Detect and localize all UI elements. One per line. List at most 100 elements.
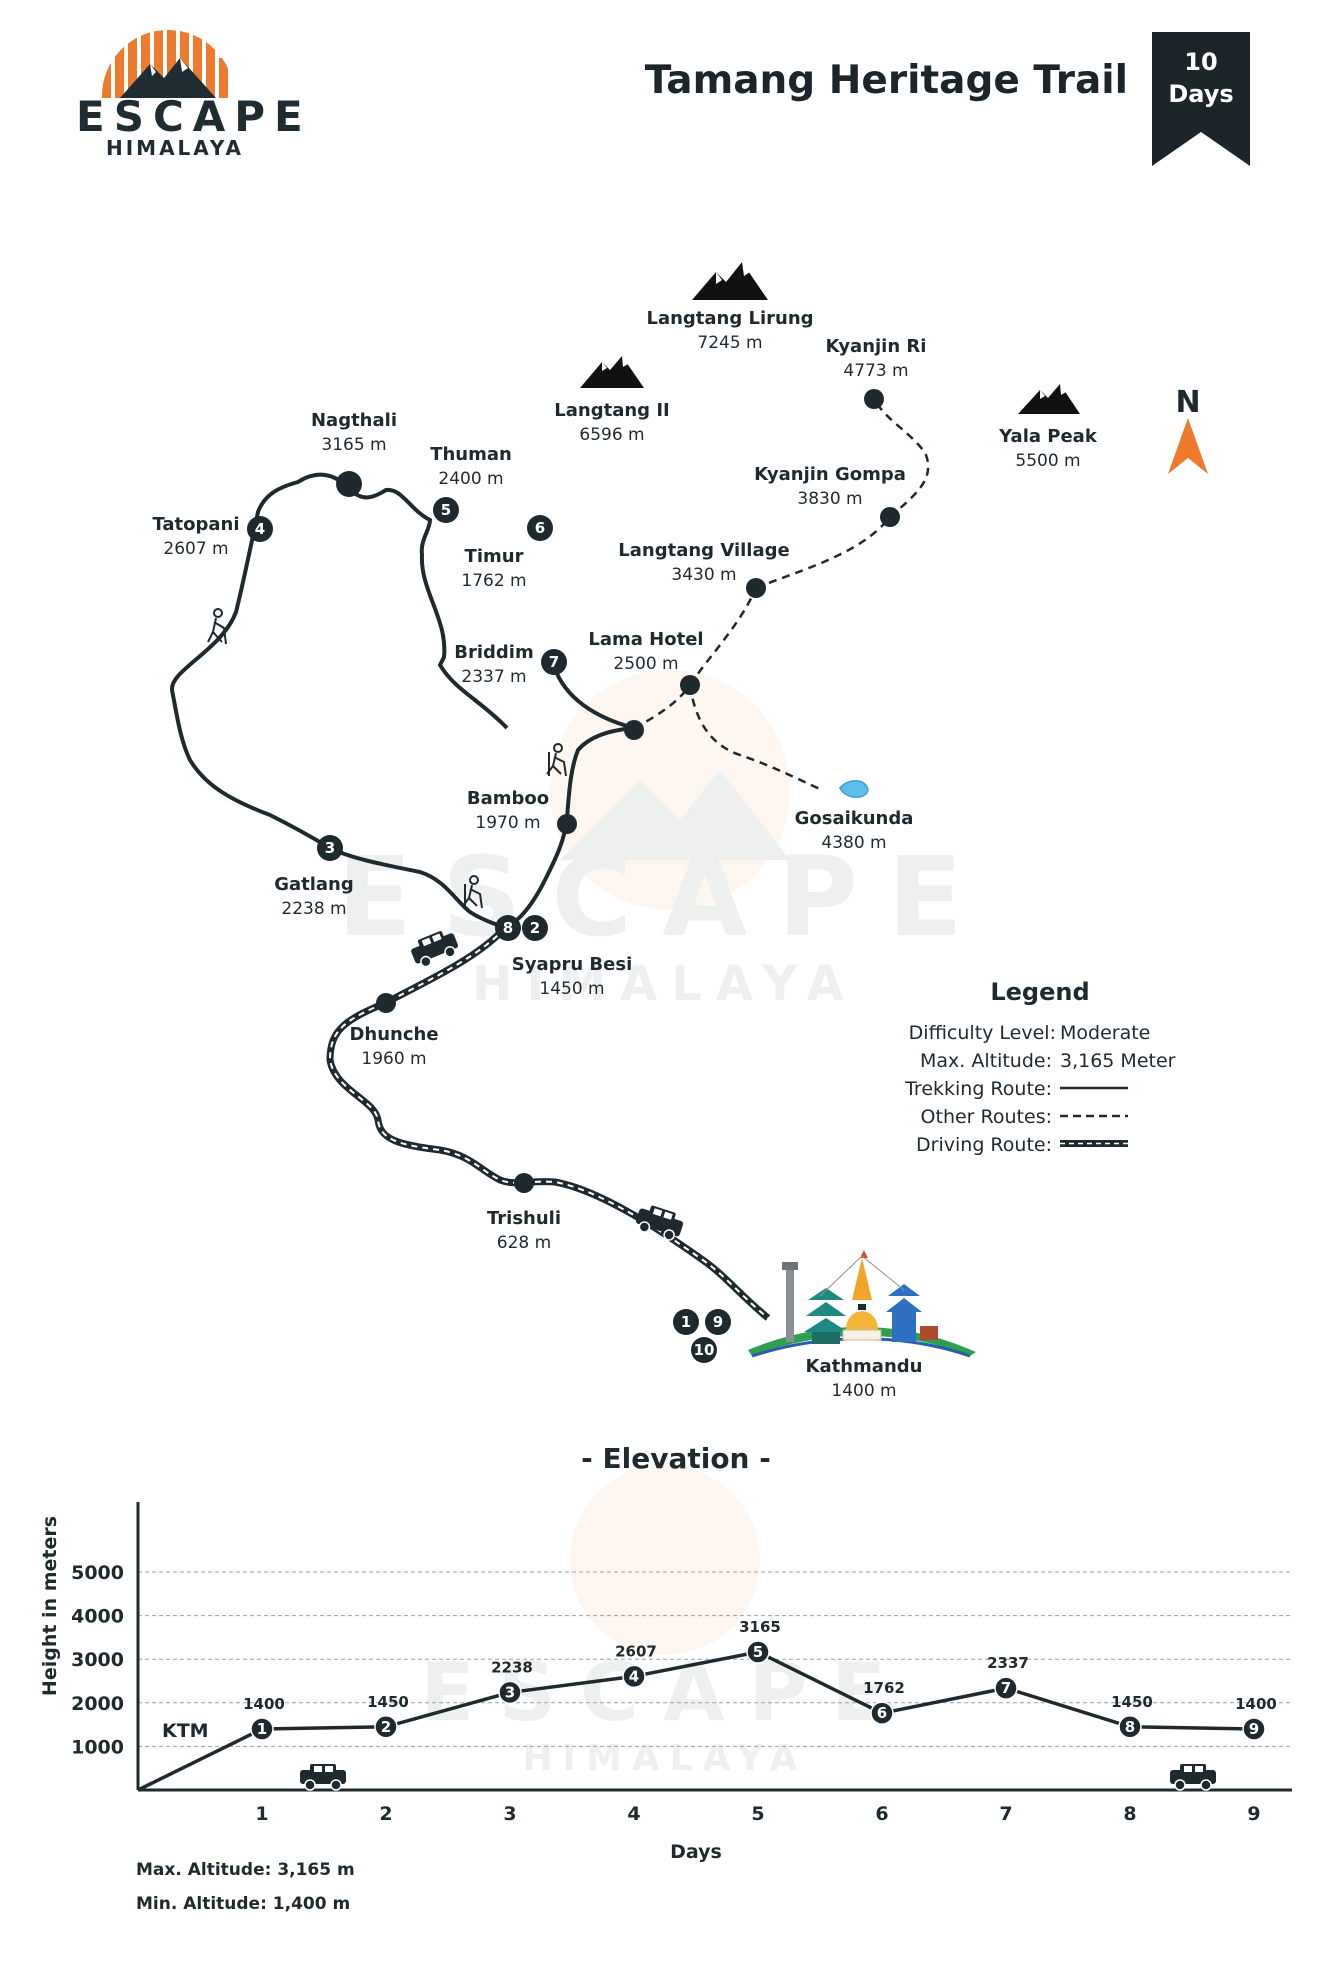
hiker-icon — [462, 875, 483, 909]
legend-other-label: Other Routes: — [921, 1106, 1052, 1128]
svg-text:9: 9 — [1249, 1720, 1259, 1738]
place-name: Nagthali — [311, 410, 397, 431]
stop-marker: 3 — [317, 835, 343, 861]
place-name: Trishuli — [487, 1208, 561, 1229]
place-name: Langtang Village — [618, 540, 789, 561]
place-altitude: 2337 m — [461, 667, 526, 687]
legend-title: Legend — [990, 978, 1089, 1006]
elevation-point: 7 — [994, 1676, 1018, 1700]
svg-text:ESCAPE: ESCAPE — [420, 1646, 910, 1739]
x-tick-label: 7 — [999, 1803, 1012, 1825]
trishuli-marker — [514, 1173, 534, 1193]
place-altitude: 1762 m — [461, 571, 526, 591]
svg-text:5: 5 — [753, 1643, 763, 1661]
elevation-value-label: 2238 — [491, 1658, 533, 1676]
y-tick-label: 1000 — [71, 1736, 124, 1758]
place-name: Kyanjin Gompa — [754, 464, 906, 485]
jeep-icon — [411, 931, 458, 968]
svg-text:1: 1 — [681, 1313, 691, 1331]
jeep-icon — [1170, 1764, 1216, 1791]
place-altitude: 1450 m — [539, 979, 604, 999]
y-tick-label: 2000 — [71, 1693, 124, 1715]
place-altitude: 2238 m — [281, 899, 346, 919]
elevation-point: 8 — [1118, 1715, 1142, 1739]
elevation-line — [137, 1650, 1255, 1792]
watermark-logo: ESCAPE HIMALAYA — [420, 1465, 910, 1779]
svg-text:HIMALAYA: HIMALAYA — [522, 1738, 807, 1779]
place-altitude: 2607 m — [163, 539, 228, 559]
stop-marker: 10 — [691, 1337, 717, 1363]
logo-sunburst — [102, 30, 228, 98]
y-tick-label: 5000 — [71, 1562, 124, 1584]
mountain-icon — [1018, 384, 1080, 414]
elevation-chart: ESCAPE HIMALAYA - Elevation - Height in … — [39, 1442, 1292, 1914]
x-tick-label: 5 — [751, 1803, 764, 1825]
kathmandu-skyline-icon — [748, 1250, 976, 1358]
place-altitude: 3430 m — [671, 565, 736, 585]
svg-text:4: 4 — [255, 520, 265, 538]
svg-text:2: 2 — [381, 1718, 391, 1736]
svg-text:HIMALAYA: HIMALAYA — [472, 956, 857, 1012]
place-altitude: 2400 m — [438, 469, 503, 489]
hiker-icon — [546, 743, 567, 777]
place-name: Gosaikunda — [795, 808, 914, 829]
duration-number: 10 — [1184, 48, 1218, 76]
place-name: Kathmandu — [806, 1356, 923, 1377]
place-name: Langtang Lirung — [646, 308, 813, 329]
map-markers — [336, 389, 900, 1193]
legend: Legend Difficulty Level: Moderate Max. A… — [904, 978, 1176, 1156]
start-label: KTM — [162, 1720, 209, 1742]
jeep-icon — [635, 1205, 684, 1241]
bookmark-ribbon-icon — [1152, 32, 1250, 166]
place-name: Syapru Besi — [512, 954, 633, 975]
svg-text:1: 1 — [257, 1720, 267, 1738]
place-name: Bamboo — [467, 788, 549, 809]
elevation-value-label: 1450 — [367, 1693, 409, 1711]
jeep-icon — [300, 1764, 346, 1791]
place-name: Timur — [465, 546, 524, 567]
place-altitude: 5500 m — [1015, 451, 1080, 471]
watermark-logo: ESCAPE HIMALAYA — [337, 670, 963, 1012]
min-altitude-note: Min. Altitude: 1,400 m — [136, 1894, 350, 1914]
elevation-value-label: 1400 — [1235, 1695, 1277, 1713]
svg-text:5: 5 — [441, 501, 451, 519]
place-altitude: 628 m — [497, 1233, 551, 1253]
elevation-point: 2 — [374, 1715, 398, 1739]
stop-marker: 7 — [541, 649, 567, 675]
elevation-point: 9 — [1242, 1717, 1266, 1741]
elevation-value-label: 1762 — [863, 1679, 905, 1697]
svg-text:3: 3 — [505, 1683, 515, 1701]
y-axis-label: Height in meters — [39, 1516, 61, 1696]
place-altitude: 3830 m — [797, 489, 862, 509]
place-name: Briddim — [454, 642, 533, 663]
elevation-point: 4 — [622, 1664, 646, 1689]
svg-text:6: 6 — [877, 1704, 887, 1722]
legend-altitude-value: 3,165 Meter — [1060, 1050, 1176, 1072]
stop-marker: 2 — [522, 915, 548, 941]
hiker-icon — [207, 608, 227, 645]
mountain-icon — [692, 262, 768, 300]
legend-difficulty-value: Moderate — [1060, 1022, 1150, 1044]
route-map: ESCAPE HIMALAYA N — [152, 262, 1208, 1401]
lake-icon — [839, 780, 869, 798]
place-altitude: 7245 m — [697, 333, 762, 353]
place-name: Gatlang — [274, 874, 354, 895]
x-tick-label: 1 — [255, 1803, 268, 1825]
elevation-point: 3 — [498, 1680, 522, 1705]
brand-logo-text: ESCAPE — [76, 92, 312, 141]
trekking-route-loop — [170, 472, 509, 930]
max-altitude-note: Max. Altitude: 3,165 m — [136, 1860, 355, 1880]
svg-text:7: 7 — [549, 653, 559, 671]
x-axis-label: Days — [670, 1841, 722, 1863]
mountain-icon — [580, 356, 644, 388]
stop-marker: 4 — [247, 516, 273, 542]
x-tick-label: 4 — [627, 1803, 640, 1825]
legend-difficulty-label: Difficulty Level: — [909, 1022, 1056, 1044]
langtang-village-marker — [746, 578, 766, 598]
svg-text:6: 6 — [535, 519, 545, 537]
dhunche-marker — [376, 993, 396, 1013]
svg-text:8: 8 — [503, 919, 513, 937]
legend-trekking-label: Trekking Route: — [904, 1078, 1052, 1100]
chart-title: - Elevation - — [581, 1442, 771, 1475]
x-tick-label: 2 — [379, 1803, 392, 1825]
